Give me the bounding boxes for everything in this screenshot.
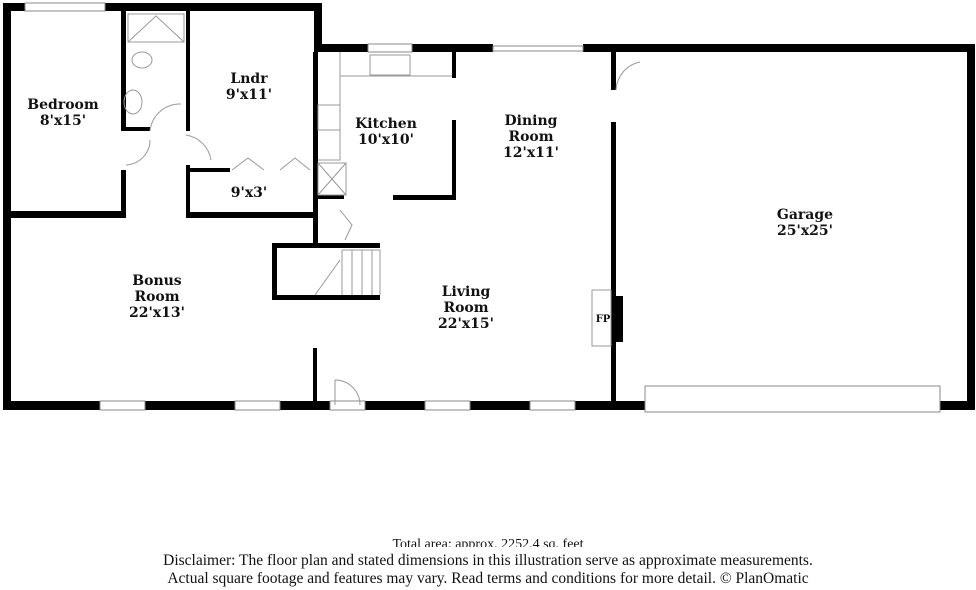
dining-name-2: Room <box>508 129 553 145</box>
kitchen-sink <box>369 54 411 76</box>
pantry <box>317 162 347 196</box>
living-size: 22'x15' <box>438 316 494 332</box>
garage-door <box>644 385 941 413</box>
bonus-size: 22'x13' <box>129 305 185 321</box>
dining-name-1: Dining <box>505 113 558 129</box>
living-name-1: Living <box>442 284 491 300</box>
stove <box>317 104 341 131</box>
disclaimer-line-1: Disclaimer: The floor plan and stated di… <box>163 552 813 569</box>
bonus-name-1: Bonus <box>132 273 182 289</box>
disclaimer-line-2: Actual square footage and features may v… <box>167 570 809 587</box>
garage-size: 25'x25' <box>777 223 833 239</box>
sink <box>123 89 143 115</box>
lndr-name: Lndr <box>230 71 268 87</box>
garage-name: Garage <box>777 207 833 223</box>
toilet <box>131 51 153 69</box>
closet-size: 9'x3' <box>231 185 267 201</box>
kitchen-size: 10'x10' <box>358 132 414 148</box>
windows <box>24 2 941 413</box>
lndr-size: 9'x11' <box>226 87 272 103</box>
fireplace-label: FP <box>596 314 611 325</box>
fireplace <box>591 289 612 347</box>
bonus-name-2: Room <box>134 289 179 305</box>
kitchen-name: Kitchen <box>355 116 417 132</box>
floor-plan: Bedroom 8'x15' Lndr 9'x11' 9'x3' Kitchen… <box>3 2 975 413</box>
living-name-2: Room <box>443 300 488 316</box>
room-labels: Bedroom 8'x15' Lndr 9'x11' 9'x3' Kitchen… <box>27 71 833 332</box>
dining-size: 12'x11' <box>503 145 559 161</box>
total-area: Total area: approx. 2252.4 sq. feet <box>392 537 584 547</box>
bedroom-name: Bedroom <box>27 97 99 113</box>
shower <box>127 13 185 43</box>
fixtures <box>123 13 641 406</box>
bedroom-size: 8'x15' <box>40 113 86 129</box>
